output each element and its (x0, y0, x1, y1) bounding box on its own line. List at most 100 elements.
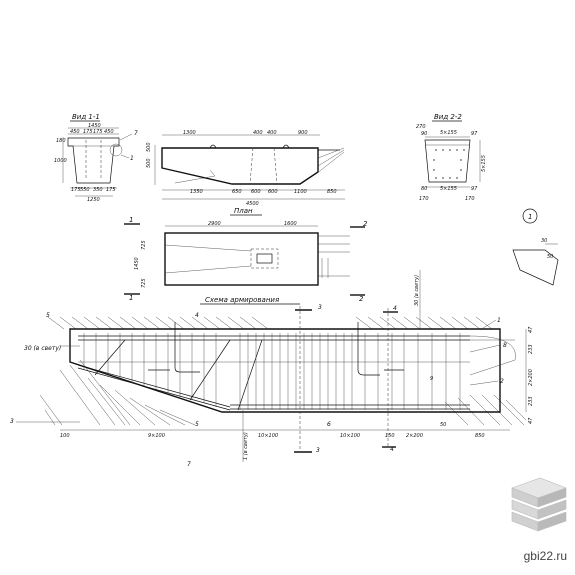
label-3-bottom: 3 (316, 447, 320, 454)
dim-50-detail: 50 (547, 254, 553, 260)
dim-1250: 1250 (87, 197, 100, 203)
label-1-top: 1 (497, 317, 501, 324)
dim-180: 180 (56, 138, 66, 144)
hatch-top-right (355, 316, 493, 330)
label-6: 6 (327, 421, 331, 428)
dim-725a: 725 (141, 240, 147, 250)
dim-150: 150 (385, 433, 395, 439)
detail-1-marker: 1 (528, 213, 532, 221)
dim-10x100-a: 10×100 (258, 433, 278, 439)
dim-80: 80 (421, 186, 427, 192)
dim-97-top: 97 (471, 131, 478, 137)
section-marker-1-bottom: 1 (129, 294, 133, 302)
dim-850-bottom: 850 (475, 433, 485, 439)
dim-450a: 450 (70, 129, 80, 135)
dim-175a: 175 (83, 129, 93, 135)
detail-1: 1 30 50 (512, 208, 559, 286)
dim-233-bottom: 233 (528, 396, 534, 406)
hatch-bottom-right (444, 394, 527, 426)
dim-170b: 170 (465, 196, 475, 202)
dim-175b: 175 (93, 129, 103, 135)
dim-2900: 2900 (208, 221, 221, 227)
logo-cube-icon (511, 477, 567, 532)
dim-5x155-bottom: 5×155 (440, 186, 457, 192)
label-9: 9 (430, 376, 433, 382)
dim-1450: 1450 (88, 123, 101, 129)
dim-450b: 450 (104, 129, 114, 135)
dim-850: 850 (327, 189, 337, 195)
hatch-bottom-left (39, 359, 196, 426)
dim-500b: 500 (146, 142, 152, 152)
view-1-1: Вид 1-1 1450 450 175 175 450 180 1000 7 … (54, 113, 138, 203)
dim-650: 650 (232, 189, 242, 195)
dim-500a: 500 (146, 158, 152, 168)
dim-233-top: 233 (528, 344, 534, 354)
label-5-bottom: 5 (195, 421, 199, 428)
label-30-clear-top: 30 (в свету) (414, 275, 420, 306)
plan-view: План 1 2 2900 1600 725 1450 725 1 2 (124, 207, 368, 303)
dim-10x100-b: 10×100 (340, 433, 360, 439)
dim-47-top: 47 (528, 326, 534, 333)
label-4-bottom: 4 (390, 446, 394, 453)
view-2-2: Вид 2-2 270 5×155 90 97 5×155 80 5×155 9… (416, 113, 487, 202)
stirrups-left (83, 333, 217, 407)
dim-4500: 4500 (246, 201, 259, 207)
label-30-clear-left: 30 (в свету) (24, 345, 61, 352)
label-1-clear: 1 (в свету) (243, 432, 249, 460)
dim-50-bottom: 50 (440, 422, 446, 428)
stirrups-right (364, 333, 461, 410)
dim-1000: 1000 (54, 158, 67, 164)
label-4-top-b: 4 (393, 305, 397, 312)
dim-400a: 400 (253, 130, 263, 136)
label-7-bottom: 7 (187, 461, 191, 468)
dim-175c: 175 (71, 187, 81, 193)
dim-100-bottom: 100 (60, 433, 70, 439)
label-8: 8 (503, 342, 507, 349)
dim-550: 550 (80, 187, 90, 193)
dim-400b: 400 (267, 130, 277, 136)
dim-175d: 175 (106, 187, 116, 193)
section-marker-2-top: 2 (363, 220, 368, 228)
dim-1100: 1100 (294, 189, 307, 195)
elevation-view: 1300 400 400 900 500 500 1350 650 600 60… (146, 130, 345, 207)
section-marker-2-bottom: 2 (359, 295, 364, 303)
dim-170a: 170 (419, 196, 429, 202)
view-1-1-title: Вид 1-1 (72, 113, 100, 121)
dim-2x200-bottom: 2×200 (406, 433, 423, 439)
dim-1350: 1350 (190, 189, 203, 195)
dim-90: 90 (421, 131, 427, 137)
dim-1300: 1300 (183, 130, 196, 136)
dim-725b: 725 (141, 278, 147, 288)
label-3-top: 3 (318, 304, 322, 311)
dim-5x155-top: 5×155 (440, 130, 457, 136)
dim-2x200-right: 2×200 (528, 369, 534, 386)
dim-47-bottom: 47 (528, 417, 534, 424)
dim-9x100: 9×100 (148, 433, 165, 439)
dim-1450-plan: 1450 (134, 257, 140, 270)
dim-600a: 600 (251, 189, 261, 195)
dim-97-bottom: 97 (471, 186, 478, 192)
hatch-top-left (47, 316, 269, 330)
dim-350: 350 (93, 187, 103, 193)
dim-1600: 1600 (284, 221, 297, 227)
label-4-top-a: 4 (195, 312, 199, 319)
right-dimensions: 47 233 2×200 8 233 47 (469, 326, 534, 424)
label-1: 1 (130, 155, 134, 162)
stirrups-middle (239, 333, 353, 410)
reinforcement-title: Схема армирования (205, 296, 279, 304)
dim-900: 900 (298, 130, 308, 136)
view-2-2-title: Вид 2-2 (434, 113, 462, 121)
dim-600b: 600 (268, 189, 278, 195)
plan-title: План (234, 207, 253, 215)
label-2: 2 (500, 378, 504, 385)
site-watermark: gbi22.ru (523, 549, 567, 563)
section-marker-1-top: 1 (129, 216, 133, 224)
label-7: 7 (134, 130, 138, 137)
label-3-left: 3 (10, 418, 14, 425)
dim-right-side: 5×155 (481, 155, 487, 172)
label-5-left: 5 (46, 312, 50, 319)
dim-270: 270 (416, 124, 426, 130)
dim-30-detail: 30 (541, 238, 547, 244)
reinforcement-scheme: Схема армирования (10, 270, 534, 468)
